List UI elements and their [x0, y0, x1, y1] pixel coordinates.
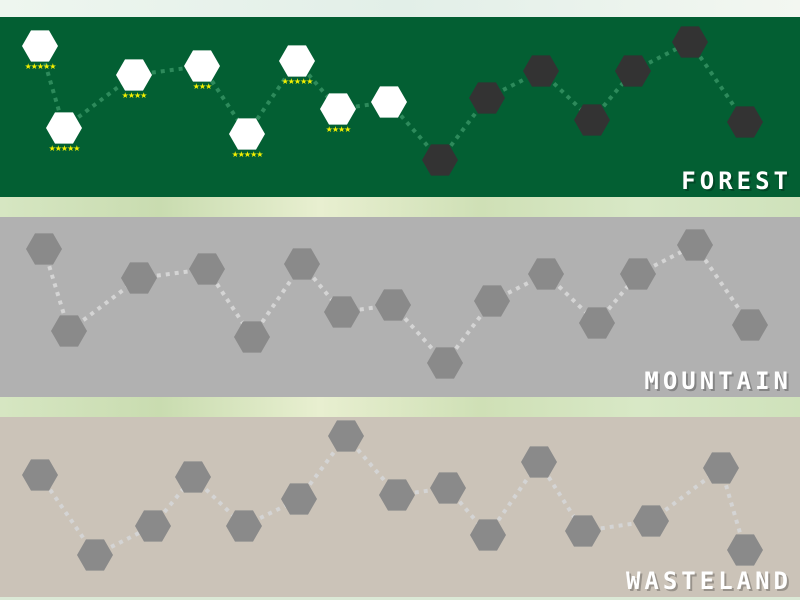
level-node-wasteland-15 — [727, 534, 763, 566]
mountain-level-map — [26, 229, 768, 379]
level-node-mountain-13 — [620, 258, 656, 290]
level-node-forest-13[interactable] — [615, 55, 651, 87]
level-node-mountain-14 — [677, 229, 713, 261]
level-node-wasteland-7 — [328, 420, 364, 452]
level-node-mountain-1 — [26, 233, 62, 265]
level-node-forest-6[interactable] — [279, 45, 315, 77]
divider-scenery — [0, 197, 800, 217]
level-node-mountain-4 — [189, 253, 225, 285]
level-stars: ★★★★★ — [48, 144, 81, 153]
level-node-wasteland-10 — [470, 519, 506, 551]
level-node-mountain-8 — [375, 289, 411, 321]
level-node-forest-2[interactable] — [46, 112, 82, 144]
level-node-forest-12[interactable] — [574, 104, 610, 136]
level-node-mountain-12 — [579, 307, 615, 339]
region-forest: FOREST ★★★★★★★★★★★★★★★★★★★★★★★★★★★★★★★ — [0, 17, 800, 197]
level-stars: ★★★★★ — [24, 62, 57, 71]
level-path — [693, 243, 752, 327]
level-path — [688, 40, 747, 124]
level-node-forest-7[interactable] — [320, 93, 356, 125]
divider-scenery — [0, 397, 800, 417]
level-node-mountain-11 — [528, 258, 564, 290]
level-node-mountain-7 — [324, 296, 360, 328]
level-node-wasteland-1 — [22, 459, 58, 491]
level-node-wasteland-6 — [281, 483, 317, 515]
level-node-forest-10[interactable] — [469, 82, 505, 114]
level-node-forest-5[interactable] — [229, 118, 265, 150]
level-node-wasteland-4 — [175, 461, 211, 493]
level-node-forest-15[interactable] — [727, 106, 763, 138]
level-node-forest-14[interactable] — [672, 26, 708, 58]
level-node-forest-4[interactable] — [184, 50, 220, 82]
level-node-forest-1[interactable] — [22, 30, 58, 62]
level-node-mountain-5 — [234, 321, 270, 353]
level-node-wasteland-11 — [521, 446, 557, 478]
level-node-mountain-3 — [121, 262, 157, 294]
level-node-mountain-2 — [51, 315, 87, 347]
level-node-wasteland-3 — [135, 510, 171, 542]
level-node-wasteland-2 — [77, 539, 113, 571]
level-node-forest-9[interactable] — [422, 144, 458, 176]
forest-level-map — [22, 26, 763, 176]
region-label-mountain: MOUNTAIN — [644, 367, 792, 395]
region-wasteland: WASTELAND — [0, 417, 800, 597]
level-stars: ★★★ — [192, 82, 212, 91]
level-node-forest-11[interactable] — [523, 55, 559, 87]
level-stars: ★★★★ — [325, 125, 352, 134]
level-node-mountain-9 — [427, 347, 463, 379]
level-node-wasteland-12 — [565, 515, 601, 547]
level-node-wasteland-5 — [226, 510, 262, 542]
level-node-forest-8[interactable] — [371, 86, 407, 118]
level-node-forest-3[interactable] — [116, 59, 152, 91]
level-node-wasteland-14 — [703, 452, 739, 484]
level-node-wasteland-8 — [379, 479, 415, 511]
level-stars: ★★★★★ — [231, 150, 264, 159]
level-node-mountain-15 — [732, 309, 768, 341]
wasteland-level-map — [22, 420, 763, 571]
level-node-wasteland-13 — [633, 505, 669, 537]
level-stars: ★★★★ — [121, 91, 148, 100]
region-mountain: MOUNTAIN — [0, 217, 800, 397]
level-node-mountain-10 — [474, 285, 510, 317]
top-background — [0, 0, 800, 17]
level-node-wasteland-9 — [430, 472, 466, 504]
level-node-mountain-6 — [284, 248, 320, 280]
level-path — [38, 473, 97, 557]
region-label-wasteland: WASTELAND — [625, 567, 792, 595]
region-label-forest: FOREST — [681, 167, 792, 195]
level-stars: ★★★★★ — [281, 77, 314, 86]
